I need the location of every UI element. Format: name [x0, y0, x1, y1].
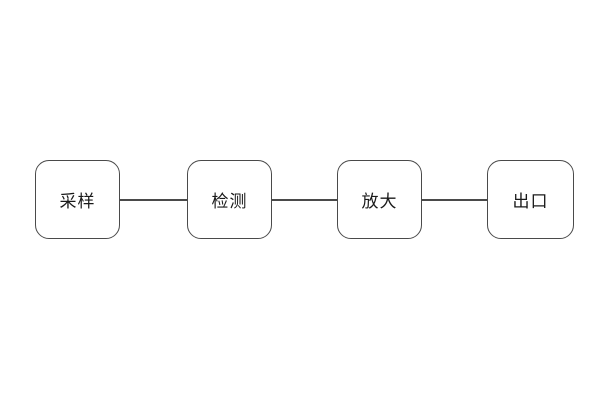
- connector-sampling-detection: [120, 198, 187, 201]
- flow-node-detection-label: 检测: [211, 192, 248, 211]
- flow-node-output: 出口: [487, 160, 574, 239]
- flow-node-sampling: 采样: [35, 160, 120, 239]
- flow-node-amplification-label: 放大: [361, 192, 398, 211]
- connector-amplification-output: [422, 198, 487, 201]
- flow-node-detection: 检测: [187, 160, 272, 239]
- connector-detection-amplification: [272, 198, 337, 201]
- flow-node-sampling-label: 采样: [59, 192, 96, 211]
- flow-node-output-label: 出口: [512, 192, 549, 211]
- flow-node-amplification: 放大: [337, 160, 422, 239]
